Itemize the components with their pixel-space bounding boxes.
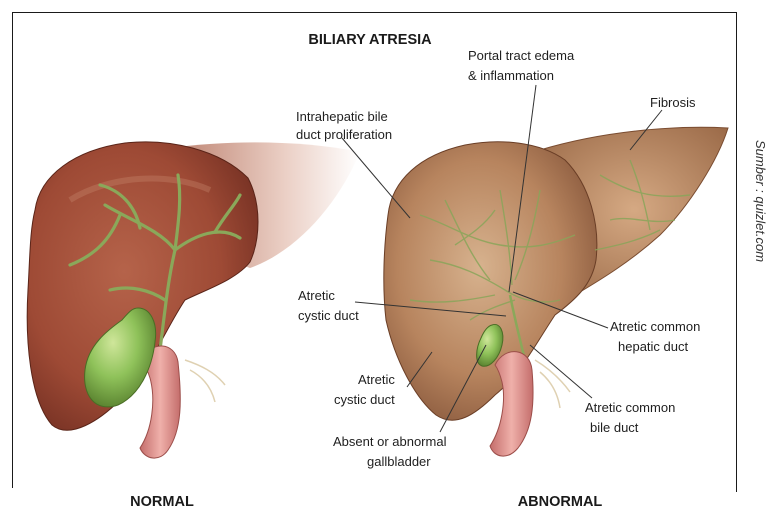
label-atretic-cystic-a-1: Atretic [298,288,335,303]
label-fibrosis: Fibrosis [650,95,696,110]
label-atretic-cystic-b-1: Atretic [358,372,395,387]
abnormal-caption: ABNORMAL [518,494,603,510]
label-atretic-common-bile-1: Atretic common [585,400,675,415]
diagram-title: BILIARY ATRESIA [308,32,432,48]
label-portal-tract-1: Portal tract edema [468,48,575,63]
label-atretic-cystic-a-2: cystic duct [298,308,359,323]
label-absent-gallbladder-2: gallbladder [367,454,431,469]
abnormal-liver [384,127,728,456]
label-absent-gallbladder-1: Absent or abnormal [333,434,447,449]
source-note: Sumber : quizlet.com [748,140,768,300]
label-atretic-common-hepatic-1: Atretic common [610,319,700,334]
label-atretic-common-hepatic-2: hepatic duct [618,339,688,354]
normal-caption: NORMAL [130,494,194,510]
label-atretic-cystic-b-2: cystic duct [334,392,395,407]
label-intrahepatic-2: duct proliferation [296,127,392,142]
label-intrahepatic-1: Intrahepatic bile [296,109,388,124]
label-atretic-common-bile-2: bile duct [590,420,639,435]
label-portal-tract-2: & inflammation [468,68,554,83]
